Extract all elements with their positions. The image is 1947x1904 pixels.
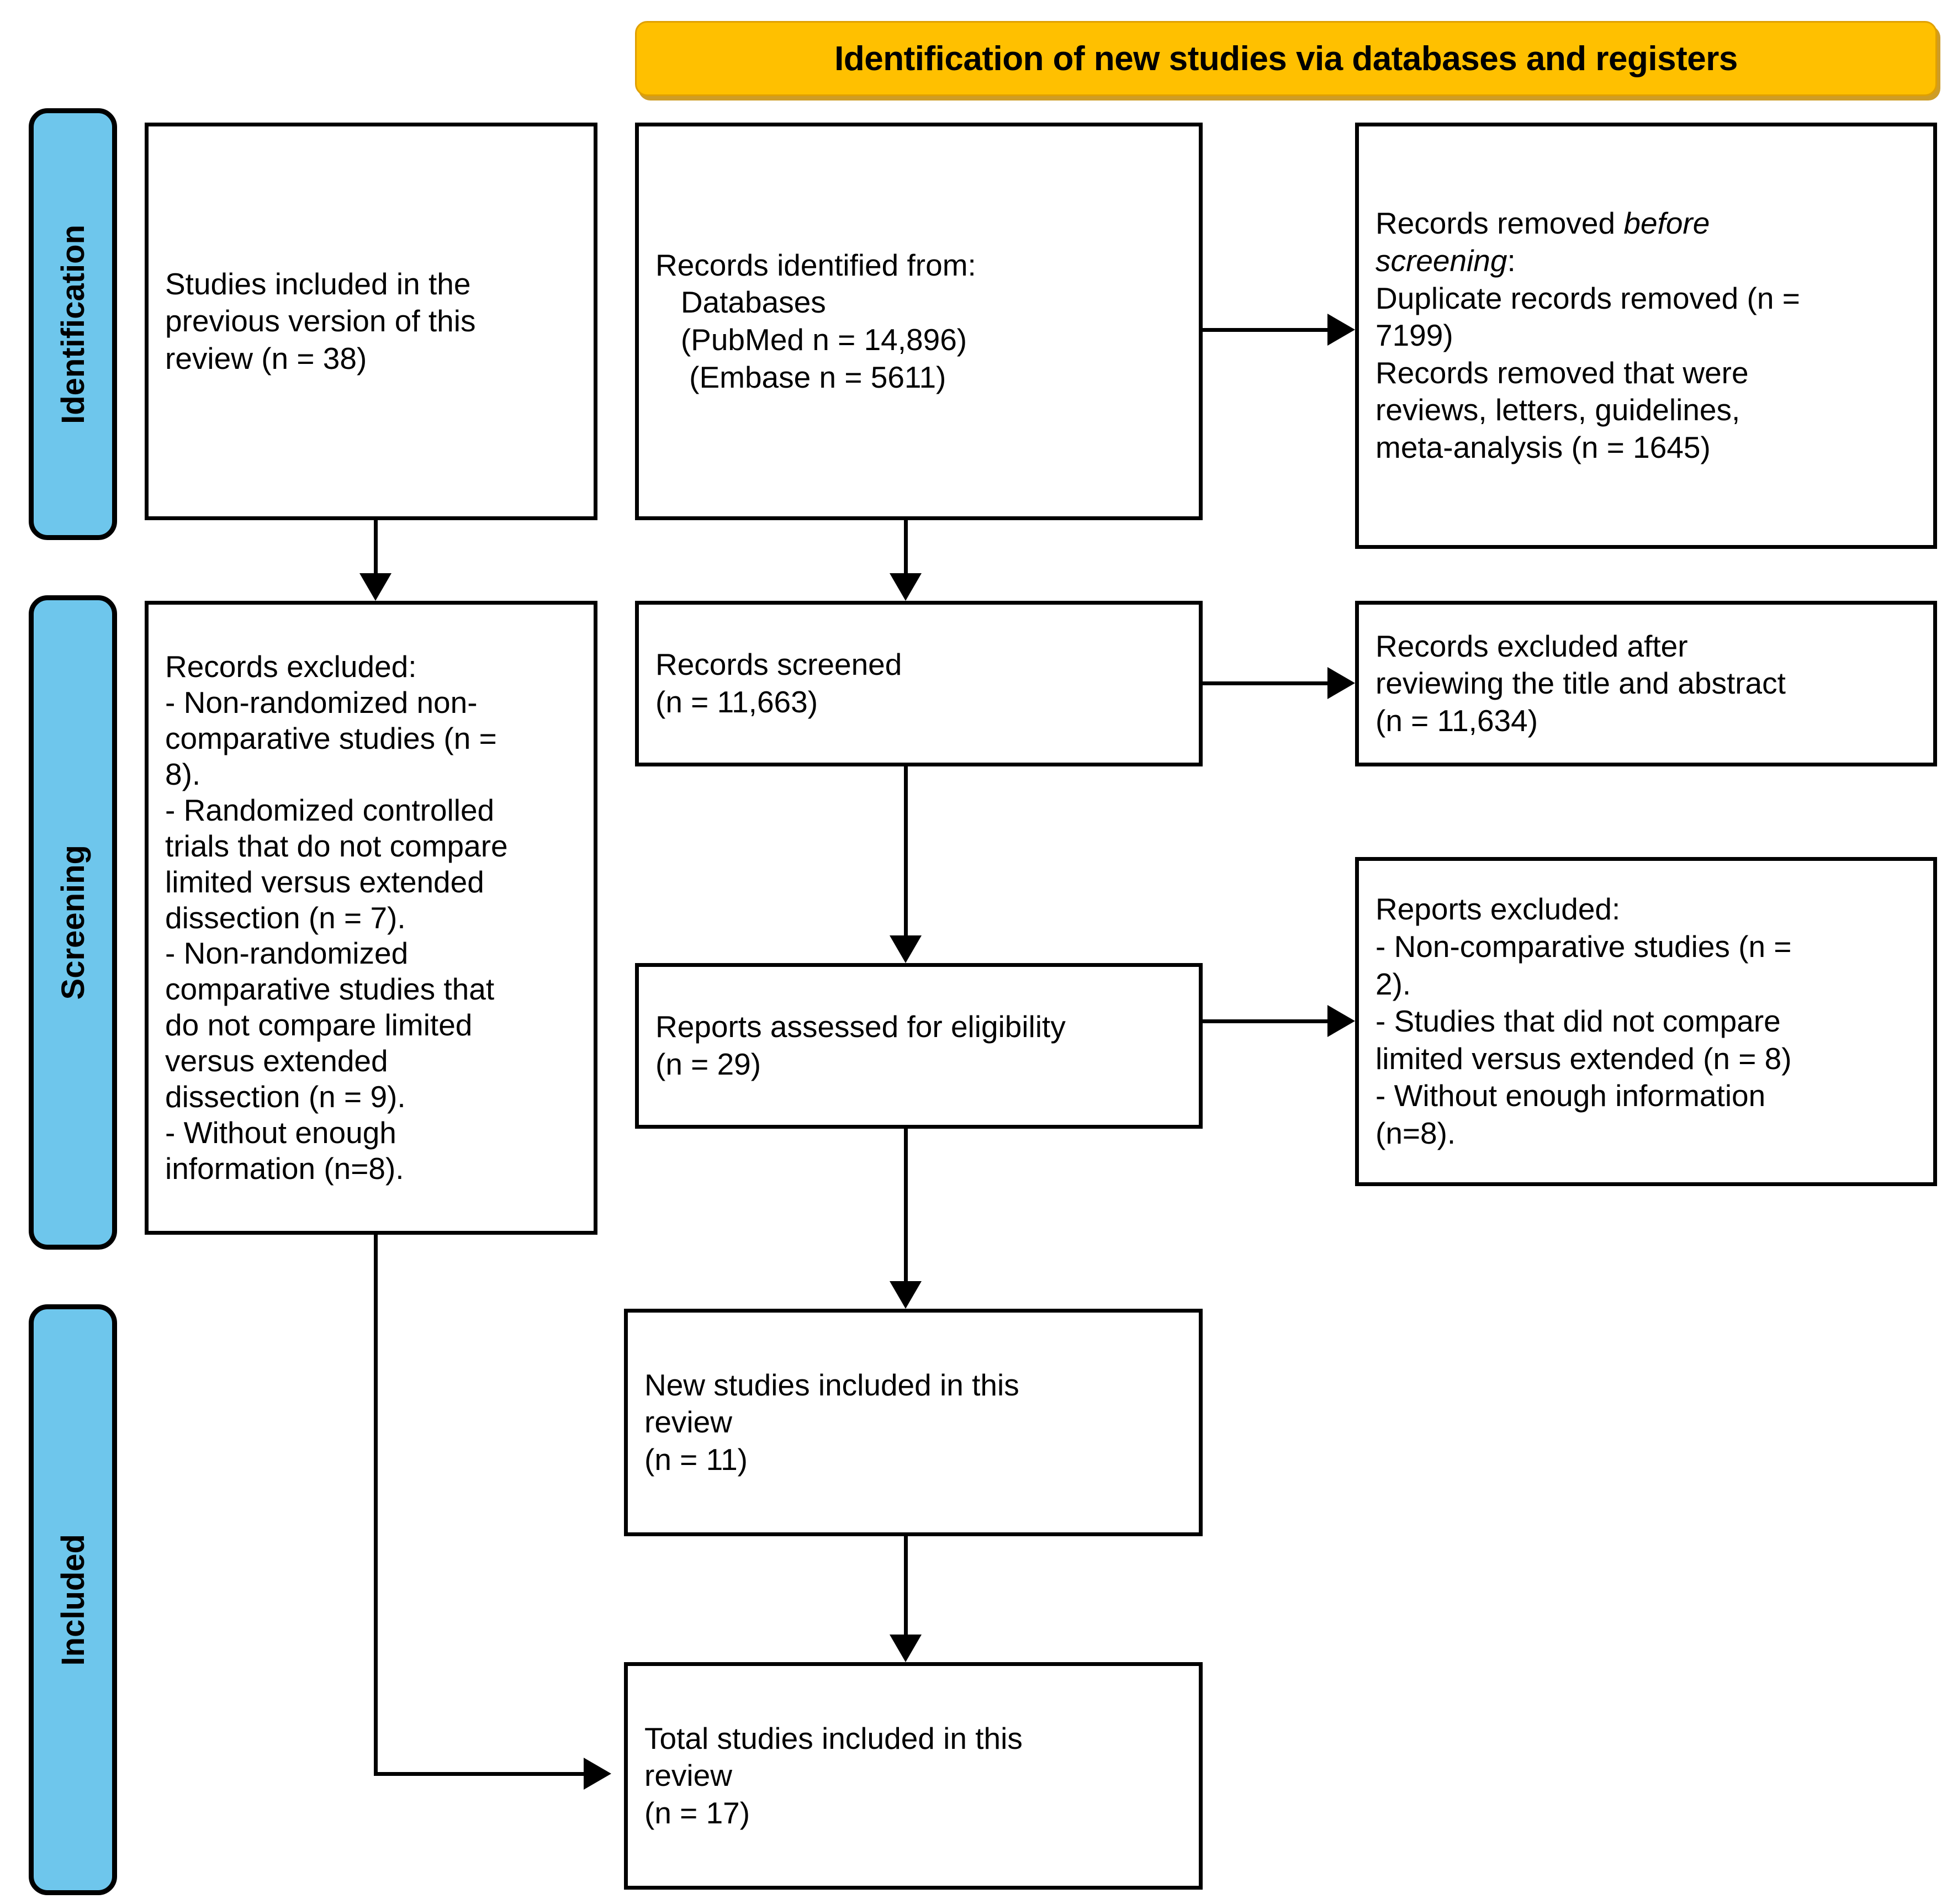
- connector-identified-to-screened-arrowhead: [890, 573, 922, 601]
- records-removed-em-before: before: [1623, 206, 1710, 241]
- box-previous-studies: Studies included in the previous version…: [145, 123, 597, 520]
- connector-identified-to-screened-line: [904, 520, 908, 573]
- connector-prev-to-excluded-arrowhead: [359, 573, 391, 601]
- box-new-studies-text: New studies included in this review (n =…: [644, 1367, 1019, 1477]
- records-removed-em-screening: screening: [1375, 243, 1507, 278]
- box-reports-excluded-text: Reports excluded: - Non-comparative stud…: [1375, 892, 1792, 1151]
- stage-label-included-text: Included: [55, 1533, 91, 1666]
- header-banner: Identification of new studies via databa…: [635, 21, 1937, 96]
- stage-label-included: Included: [29, 1304, 117, 1895]
- connector-new-to-total-arrowhead: [890, 1635, 922, 1662]
- box-records-excluded-left-text: Records excluded: - Non-randomized non- …: [165, 649, 508, 1186]
- records-removed-rest: Duplicate records removed (n = 7199) Rec…: [1375, 281, 1800, 465]
- box-records-identified: Records identified from: Databases (PubM…: [635, 123, 1203, 520]
- box-total-studies: Total studies included in this review (n…: [624, 1662, 1203, 1890]
- connector-screened-to-excluded-arrowhead: [1327, 667, 1355, 699]
- connector-identified-to-removed-line: [1203, 328, 1327, 332]
- connector-excluded-to-total-arrowhead: [584, 1758, 611, 1790]
- box-records-removed-text: Records removed before screening: Duplic…: [1359, 205, 1814, 466]
- box-records-excluded-title-abstract-text: Records excluded after reviewing the tit…: [1375, 628, 1786, 738]
- connector-screened-to-assessed-line: [904, 766, 908, 935]
- box-records-identified-text: Records identified from: Databases (PubM…: [655, 247, 976, 394]
- box-records-excluded-left: Records excluded: - Non-randomized non- …: [145, 601, 597, 1235]
- box-reports-excluded: Reports excluded: - Non-comparative stud…: [1355, 857, 1937, 1186]
- connector-screened-to-excluded-line: [1203, 681, 1327, 685]
- connector-identified-to-removed-arrowhead: [1327, 314, 1355, 346]
- box-records-screened: Records screened (n = 11,663): [635, 601, 1203, 766]
- box-total-studies-text: Total studies included in this review (n…: [644, 1721, 1023, 1830]
- connector-assessed-to-new-studies-line: [904, 1129, 908, 1281]
- connector-assessed-to-new-studies-arrowhead: [890, 1281, 922, 1309]
- stage-label-identification-text: Identification: [55, 224, 91, 424]
- stage-label-screening: Screening: [29, 595, 117, 1250]
- box-new-studies: New studies included in this review (n =…: [624, 1309, 1203, 1536]
- connector-screened-to-assessed-arrowhead: [890, 935, 922, 963]
- stage-label-screening-text: Screening: [55, 845, 91, 1000]
- box-records-screened-text: Records screened (n = 11,663): [655, 647, 902, 719]
- box-records-removed: Records removed before screening: Duplic…: [1355, 123, 1937, 549]
- records-removed-colon: :: [1507, 243, 1516, 278]
- connector-new-to-total-line: [904, 1536, 908, 1635]
- connector-prev-to-excluded-line: [374, 520, 378, 573]
- stage-label-identification: Identification: [29, 108, 117, 540]
- box-previous-studies-text: Studies included in the previous version…: [165, 266, 476, 375]
- header-banner-title: Identification of new studies via databa…: [834, 39, 1738, 78]
- connector-excluded-to-total-horizontal: [374, 1772, 584, 1776]
- box-reports-assessed-text: Reports assessed for eligibility (n = 29…: [655, 1009, 1066, 1081]
- records-removed-prefix: Records removed: [1375, 206, 1624, 241]
- box-records-excluded-title-abstract: Records excluded after reviewing the tit…: [1355, 601, 1937, 766]
- connector-excluded-to-total-vertical: [374, 1235, 378, 1776]
- connector-assessed-to-reports-excluded-line: [1203, 1019, 1327, 1023]
- box-reports-assessed: Reports assessed for eligibility (n = 29…: [635, 963, 1203, 1129]
- connector-assessed-to-reports-excluded-arrowhead: [1327, 1005, 1355, 1037]
